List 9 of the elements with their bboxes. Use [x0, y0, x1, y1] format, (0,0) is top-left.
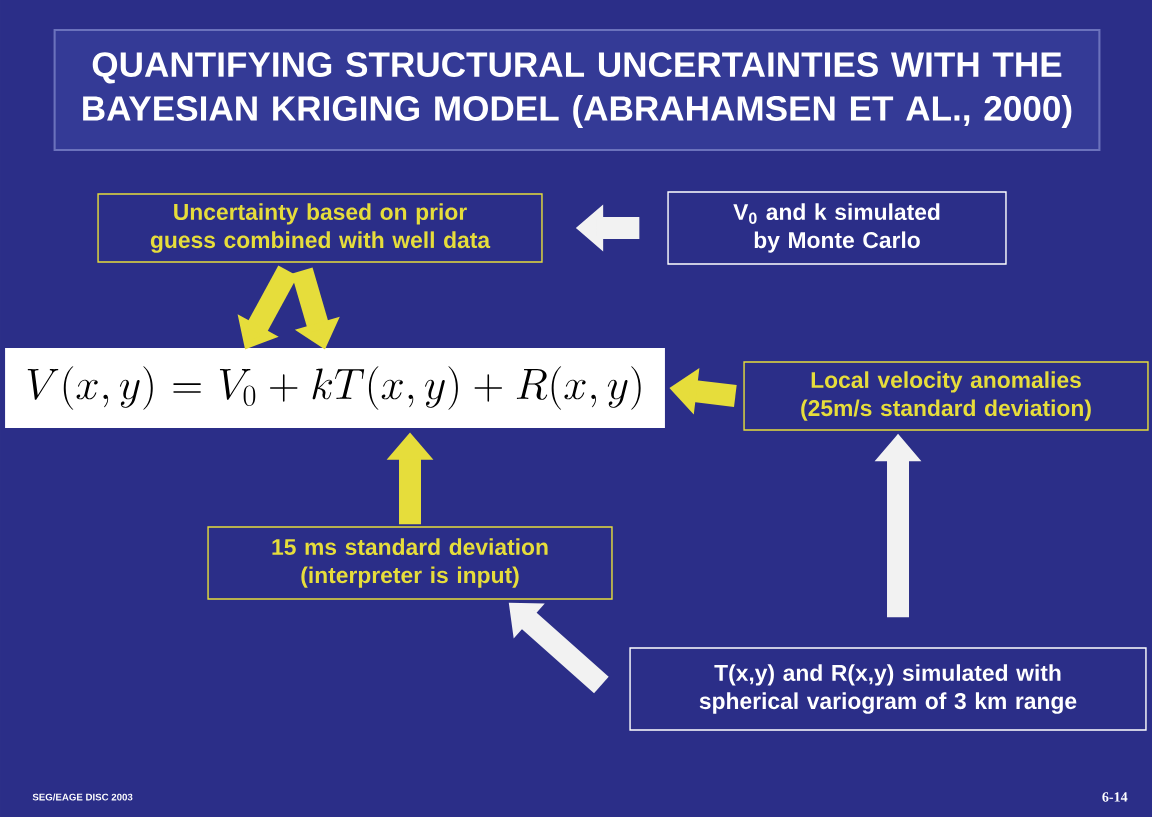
- text-box: 15 ms standard deviation (interpreter is input): [207, 526, 613, 600]
- page-number: 6-14: [1102, 792, 1128, 802]
- text-box: Local velocity anomalies (25m/s standard deviation): [743, 361, 1149, 431]
- text-box: Uncertainty based on prior guess combined with well data: [97, 193, 543, 263]
- title-banner: QUANTIFYING STRUCTURAL UNCERTAINTIES WITH THE BAYESIAN KRIGING MODEL (ABRAHAMSEN ET AL., 2000): [53, 28, 1101, 152]
- footer-text: SEG/EAGE DISC 2003: [32, 793, 133, 801]
- formula-box: $V(x, y) = V_0 + kT(x, y) + R(x, y)$: [5, 348, 665, 428]
- text-box: V$_{0}$ and k simulated by Monte Carlo: [667, 191, 1007, 265]
- text-box: T(x,y) and R(x,y) simulated with spherical variogram of 3 km range: [629, 647, 1147, 731]
